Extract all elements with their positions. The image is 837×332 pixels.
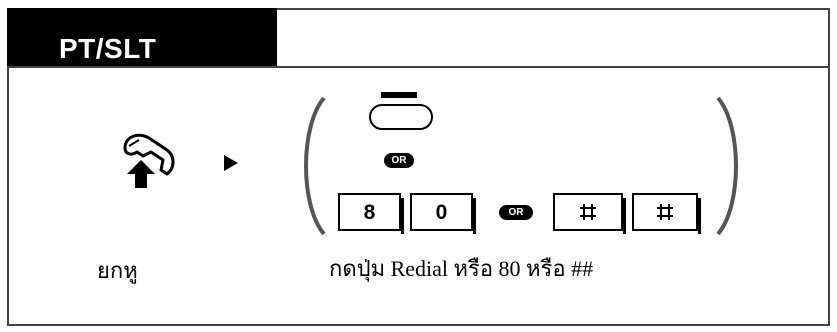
arrow-right-icon xyxy=(224,155,238,171)
hash-icon xyxy=(657,204,673,220)
redial-button-icon xyxy=(369,104,433,130)
left-bracket xyxy=(304,96,326,236)
step-caption-press-redial: กดปุ่ม Redial หรือ 80 หรือ ## xyxy=(329,256,594,281)
key-0: 0 xyxy=(410,193,476,234)
header-divider xyxy=(7,66,830,68)
key-8: 8 xyxy=(338,193,404,234)
right-bracket xyxy=(716,96,738,236)
handset-lift-icon xyxy=(123,133,175,188)
key-label: 8 xyxy=(363,201,376,224)
step-caption-lift-handset: ยกหู xyxy=(97,258,138,283)
hash-key-icon xyxy=(632,193,701,234)
hash-key-icon xyxy=(553,193,626,234)
redial-caption-mark xyxy=(381,92,417,98)
header-title: PT/SLT xyxy=(59,33,157,64)
or-badge: OR xyxy=(499,205,533,220)
header-bar: PT/SLT xyxy=(7,8,277,67)
hash-icon xyxy=(580,204,596,220)
or-badge: OR xyxy=(384,153,414,168)
key-label: 0 xyxy=(435,201,448,224)
